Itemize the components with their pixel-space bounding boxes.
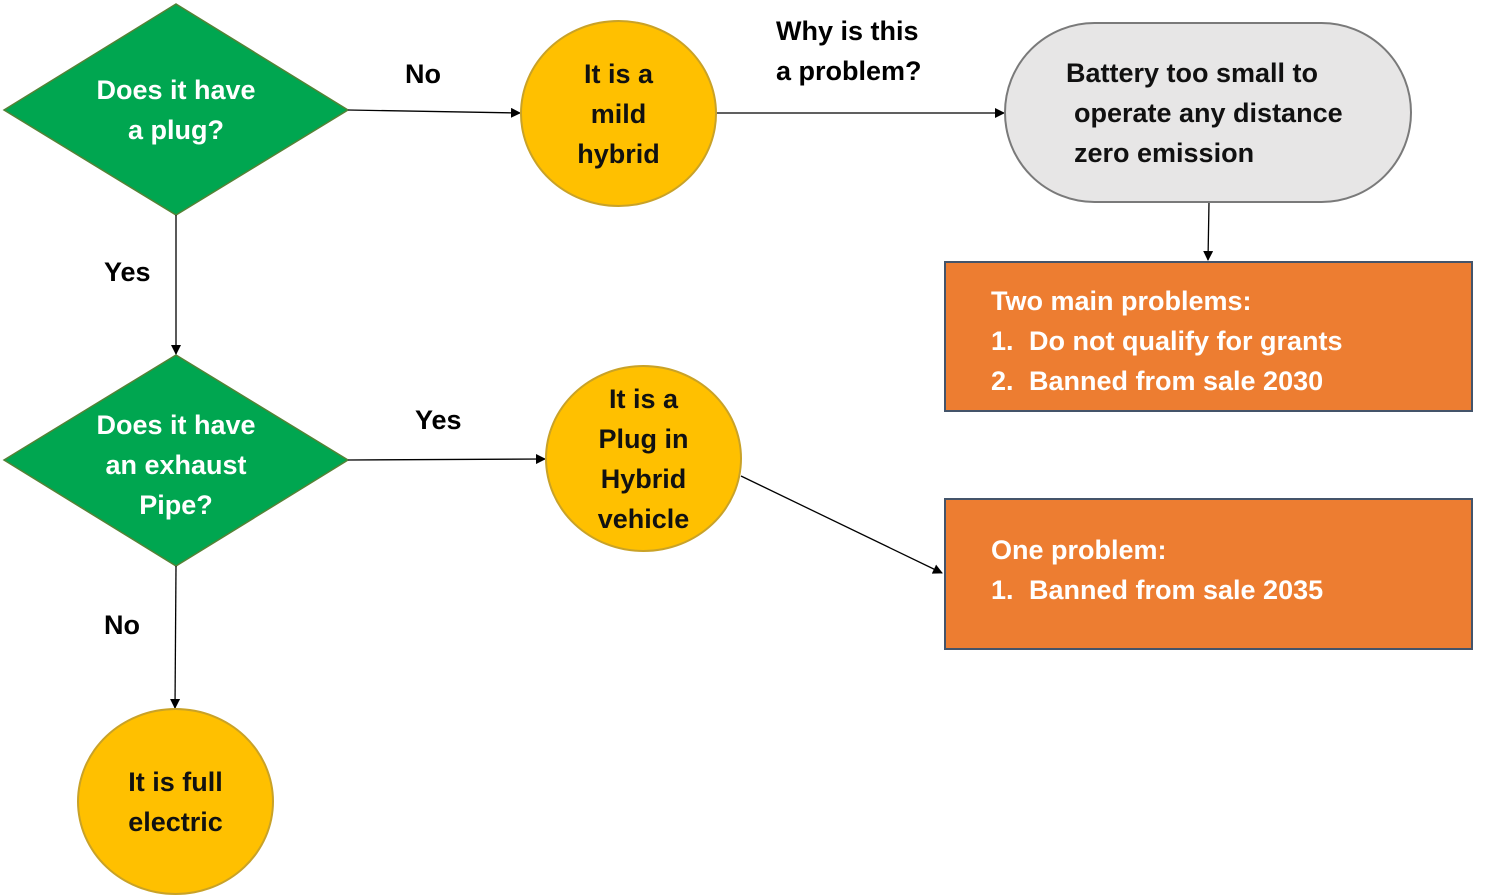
edge-plug-no — [347, 107, 521, 118]
outcome-mild-hybrid-line: It is a — [583, 58, 653, 89]
decision-exhaust-line: an exhaust — [105, 450, 247, 480]
problems-mild-hybrid-list: 1. Do not qualify for grants 2. Banned f… — [991, 321, 1343, 401]
edge-label-plug-yes: Yes — [104, 257, 151, 287]
edge-label-why-problem-line: Why is this — [776, 16, 919, 46]
decision-plug-line: Does it have — [96, 75, 256, 105]
problem-item: 1. Do not qualify for grants — [991, 321, 1343, 361]
edge-explanation-to-problems — [1203, 201, 1214, 261]
decision-exhaust: Does it have an exhaust Pipe? — [60, 405, 292, 525]
outcome-mild-hybrid-line: mild — [590, 98, 647, 129]
problems-mild-hybrid-heading: Two main problems: — [991, 286, 1252, 316]
outcome-mild-hybrid-line: hybrid — [577, 138, 660, 169]
outcome-plugin-hybrid-line: Plug in — [598, 423, 689, 454]
outcome-plugin-hybrid: It is a Plug in Hybrid vehicle — [545, 365, 742, 552]
outcome-plugin-hybrid-line: Hybrid — [600, 463, 687, 494]
outcome-plugin-hybrid-line: vehicle — [597, 503, 690, 534]
problem-item-text: Banned from sale 2035 — [1029, 575, 1324, 605]
problem-item: 1. Banned from sale 2035 — [991, 570, 1323, 610]
explanation-battery-line: operate any distance — [1074, 97, 1343, 128]
outcome-full-electric-line: electric — [128, 806, 223, 837]
edge-plugin-to-problems — [740, 475, 943, 574]
outcome-full-electric: It is full electric — [77, 708, 274, 895]
problems-plugin-hybrid-heading: One problem: — [991, 535, 1167, 565]
problems-mild-hybrid: Two main problems: 1. Do not qualify for… — [944, 261, 1473, 412]
problem-item-number: 1. — [991, 326, 1014, 356]
explanation-battery: Battery too small to operate any distanc… — [1004, 22, 1412, 203]
edge-label-exhaust-no: No — [104, 610, 140, 640]
outcome-plugin-hybrid-line: It is a — [608, 383, 679, 414]
problem-item: 2. Banned from sale 2030 — [991, 361, 1343, 401]
decision-exhaust-line: Pipe? — [139, 490, 213, 520]
decision-plug: Does it have a plug? — [60, 70, 292, 150]
problem-item-number: 1. — [991, 575, 1014, 605]
edge-label-why-problem-line: a problem? — [776, 56, 922, 86]
edge-exhaust-no — [170, 565, 181, 709]
edge-label-exhaust-yes: Yes — [415, 405, 462, 435]
decision-exhaust-line: Does it have — [96, 410, 256, 440]
problem-item-text: Do not qualify for grants — [1029, 326, 1343, 356]
explanation-battery-line: Battery too small to — [1066, 57, 1319, 88]
outcome-full-electric-line: It is full — [128, 766, 223, 797]
problems-plugin-hybrid: One problem: 1. Banned from sale 2035 — [944, 498, 1473, 650]
problem-item-number: 2. — [991, 366, 1014, 396]
edge-label-why-problem: Why is this a problem? — [776, 11, 922, 91]
decision-plug-line: a plug? — [128, 115, 224, 145]
explanation-battery-line: zero emission — [1074, 137, 1255, 168]
outcome-mild-hybrid: It is a mild hybrid — [520, 20, 717, 207]
problems-plugin-hybrid-list: 1. Banned from sale 2035 — [991, 570, 1323, 610]
edge-label-plug-no: No — [405, 59, 441, 89]
edge-exhaust-yes — [347, 454, 546, 465]
problem-item-text: Banned from sale 2030 — [1029, 366, 1324, 396]
